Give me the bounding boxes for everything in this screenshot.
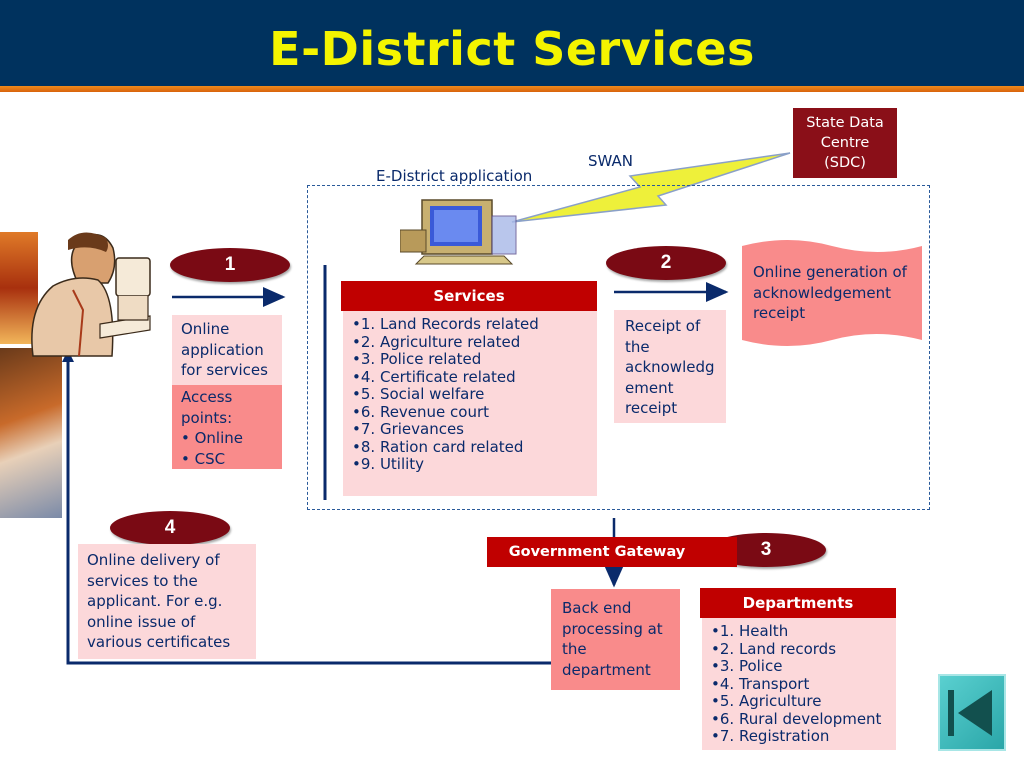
departments-list-item: 2. Land records [711, 640, 896, 659]
online-generation-line: acknowledgement [753, 283, 891, 302]
step-4-badge: 4 [110, 511, 230, 545]
sdc-line: Centre [820, 135, 870, 151]
back-end-line: processing at [562, 619, 663, 638]
e-district-application-label: E-District application [376, 167, 533, 185]
skip-to-start-icon [948, 690, 992, 736]
online-application-line: for services [181, 361, 268, 379]
receipt-line: receipt [625, 399, 678, 417]
departments-list-item: 6. Rural development [711, 710, 896, 729]
online-delivery-line: services to the [87, 571, 198, 590]
departments-list-item: 4. Transport [711, 675, 896, 694]
receipt-line: acknowledg [625, 358, 715, 376]
e-district-application-boundary [307, 185, 930, 510]
swan-label: SWAN [588, 152, 634, 170]
receipt-line: the [625, 337, 650, 356]
step-2-badge: 2 [606, 246, 726, 280]
government-gateway-bar: Government Gateway [487, 537, 737, 567]
services-list-item: 2. Agriculture related [352, 333, 597, 352]
sdc-line: (SDC) [824, 155, 866, 171]
online-delivery-line: various certificates [87, 633, 231, 651]
services-list-item: 5. Social welfare [352, 385, 597, 404]
services-list-box: 1. Land Records related 2. Agriculture r… [343, 311, 597, 496]
access-points-line: • CSC [181, 449, 226, 468]
user-at-computer-icon [31, 232, 151, 357]
access-points-line: points: [181, 408, 233, 427]
departments-list: 1. Health 2. Land records 3. Police 4. T… [711, 622, 896, 746]
first-slide-button[interactable] [938, 674, 1006, 751]
services-list-item: 4. Certificate related [352, 368, 597, 387]
access-points-box: Access points: • Online • CSC [172, 385, 282, 469]
services-list-item: 9. Utility [352, 455, 597, 474]
services-header: Services [341, 281, 597, 311]
services-list-item: 8. Ration card related [352, 438, 597, 457]
header-bar [0, 0, 1024, 86]
return-path [66, 358, 551, 665]
back-end-line: Back end [562, 599, 632, 617]
back-end-line: the [562, 640, 587, 658]
online-delivery-line: Online delivery of [87, 551, 220, 569]
departments-list-box: 1. Health 2. Land records 3. Police 4. T… [702, 618, 896, 750]
online-application-box: Online application for services [172, 315, 282, 385]
step-1-badge: 1 [170, 248, 290, 282]
services-list-item: 3. Police related [352, 350, 597, 369]
people-photo [0, 348, 62, 518]
back-end-line: department [562, 660, 651, 679]
sdc-line: State Data [806, 115, 884, 131]
fire-photo [0, 232, 38, 344]
services-list: 1. Land Records related 2. Agriculture r… [352, 315, 597, 474]
receipt-line: Receipt of [625, 317, 701, 335]
online-application-line: application [181, 340, 264, 359]
services-list-item: 6. Revenue court [352, 403, 597, 422]
online-delivery-line: online issue of [87, 612, 196, 631]
receipt-line: ement [625, 378, 674, 397]
receipt-box: Receipt of the acknowledg ement receipt [614, 310, 726, 423]
departments-list-item: 7. Registration [711, 727, 896, 746]
departments-list-item: 3. Police [711, 657, 896, 676]
departments-header: Departments [700, 588, 896, 618]
header-divider [0, 86, 1024, 92]
online-generation-text: Online generation of acknowledgement rec… [753, 262, 921, 324]
access-points-line: Access [181, 388, 233, 406]
computer-icon [400, 199, 517, 265]
page-title: E-District Services [269, 22, 755, 76]
departments-list-item: 1. Health [711, 622, 896, 641]
services-list-item: 1. Land Records related [352, 315, 597, 334]
state-data-centre-box: State Data Centre (SDC) [793, 108, 897, 178]
online-generation-shape [742, 240, 922, 346]
online-generation-line: Online generation of [753, 263, 907, 281]
departments-list-item: 5. Agriculture [711, 692, 896, 711]
services-list-item: 7. Grievances [352, 420, 597, 439]
online-delivery-box: Online delivery of services to the appli… [78, 544, 256, 659]
access-points-line: • Online [181, 429, 243, 447]
online-application-line: Online [181, 320, 230, 338]
swan-lightning-icon [511, 152, 791, 223]
online-delivery-line: applicant. For e.g. [87, 592, 223, 610]
online-generation-line: receipt [753, 304, 806, 322]
back-end-processing-box: Back end processing at the department [551, 589, 680, 690]
